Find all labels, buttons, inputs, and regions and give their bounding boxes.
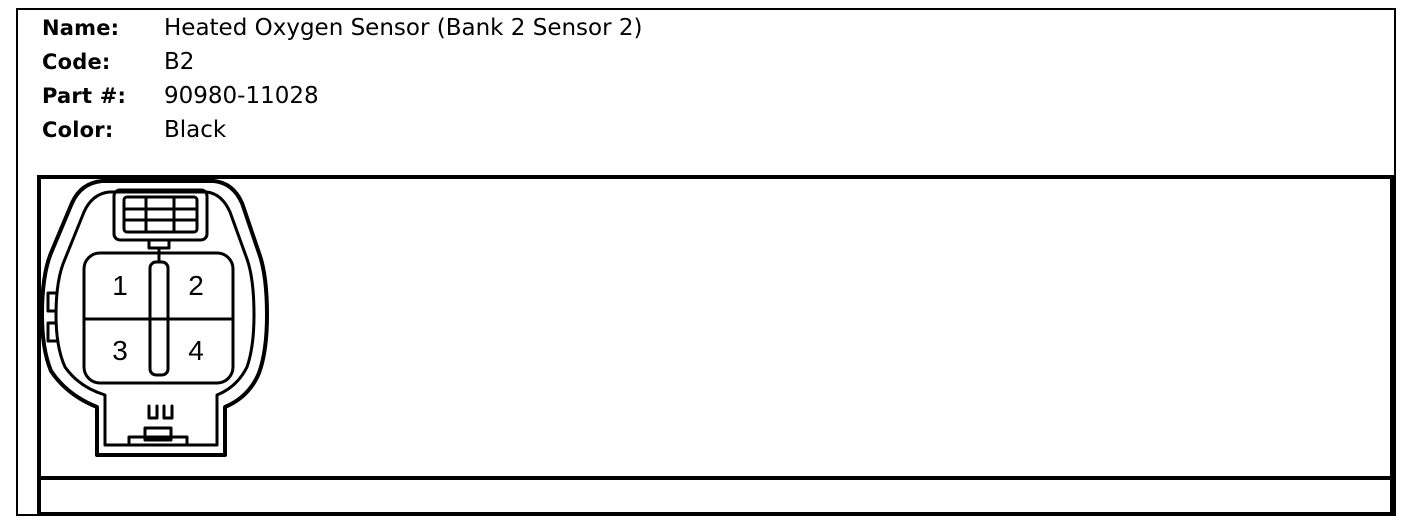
name-label: Name: bbox=[42, 16, 120, 40]
left-side-bump-lower bbox=[46, 321, 58, 343]
locking-latch-inner bbox=[122, 195, 199, 234]
center-polarizing-rib bbox=[148, 260, 170, 377]
part-number-value: 90980-11028 bbox=[164, 83, 319, 109]
bottom-tab-outer bbox=[127, 435, 189, 447]
color-label: Color: bbox=[42, 118, 114, 142]
pin-1-label: 1 bbox=[112, 270, 128, 301]
pin-3-label: 3 bbox=[112, 335, 128, 366]
footer-box bbox=[37, 476, 1395, 516]
bottom-notch-left bbox=[147, 404, 159, 420]
code-label: Code: bbox=[42, 50, 111, 74]
locking-latch-outer bbox=[112, 188, 209, 242]
bottom-tab-inner bbox=[143, 426, 173, 442]
pin-2-label: 2 bbox=[188, 270, 204, 301]
color-value: Black bbox=[164, 117, 227, 143]
connector-face-diagram: 1 2 3 4 bbox=[40, 179, 269, 457]
part-number-label: Part #: bbox=[42, 84, 127, 108]
color-row: Color: Black bbox=[42, 115, 226, 145]
left-side-bump-upper bbox=[46, 291, 58, 313]
name-value: Heated Oxygen Sensor (Bank 2 Sensor 2) bbox=[164, 15, 643, 41]
code-row: Code: B2 bbox=[42, 47, 194, 77]
connector-outer-shell bbox=[40, 179, 269, 457]
bottom-notch-right bbox=[162, 404, 174, 420]
connector-inner-shell bbox=[54, 190, 256, 447]
name-row: Name: Heated Oxygen Sensor (Bank 2 Senso… bbox=[42, 13, 643, 43]
part-number-row: Part #: 90980-11028 bbox=[42, 81, 319, 111]
pin-4-label: 4 bbox=[188, 335, 204, 366]
code-value: B2 bbox=[164, 49, 195, 75]
